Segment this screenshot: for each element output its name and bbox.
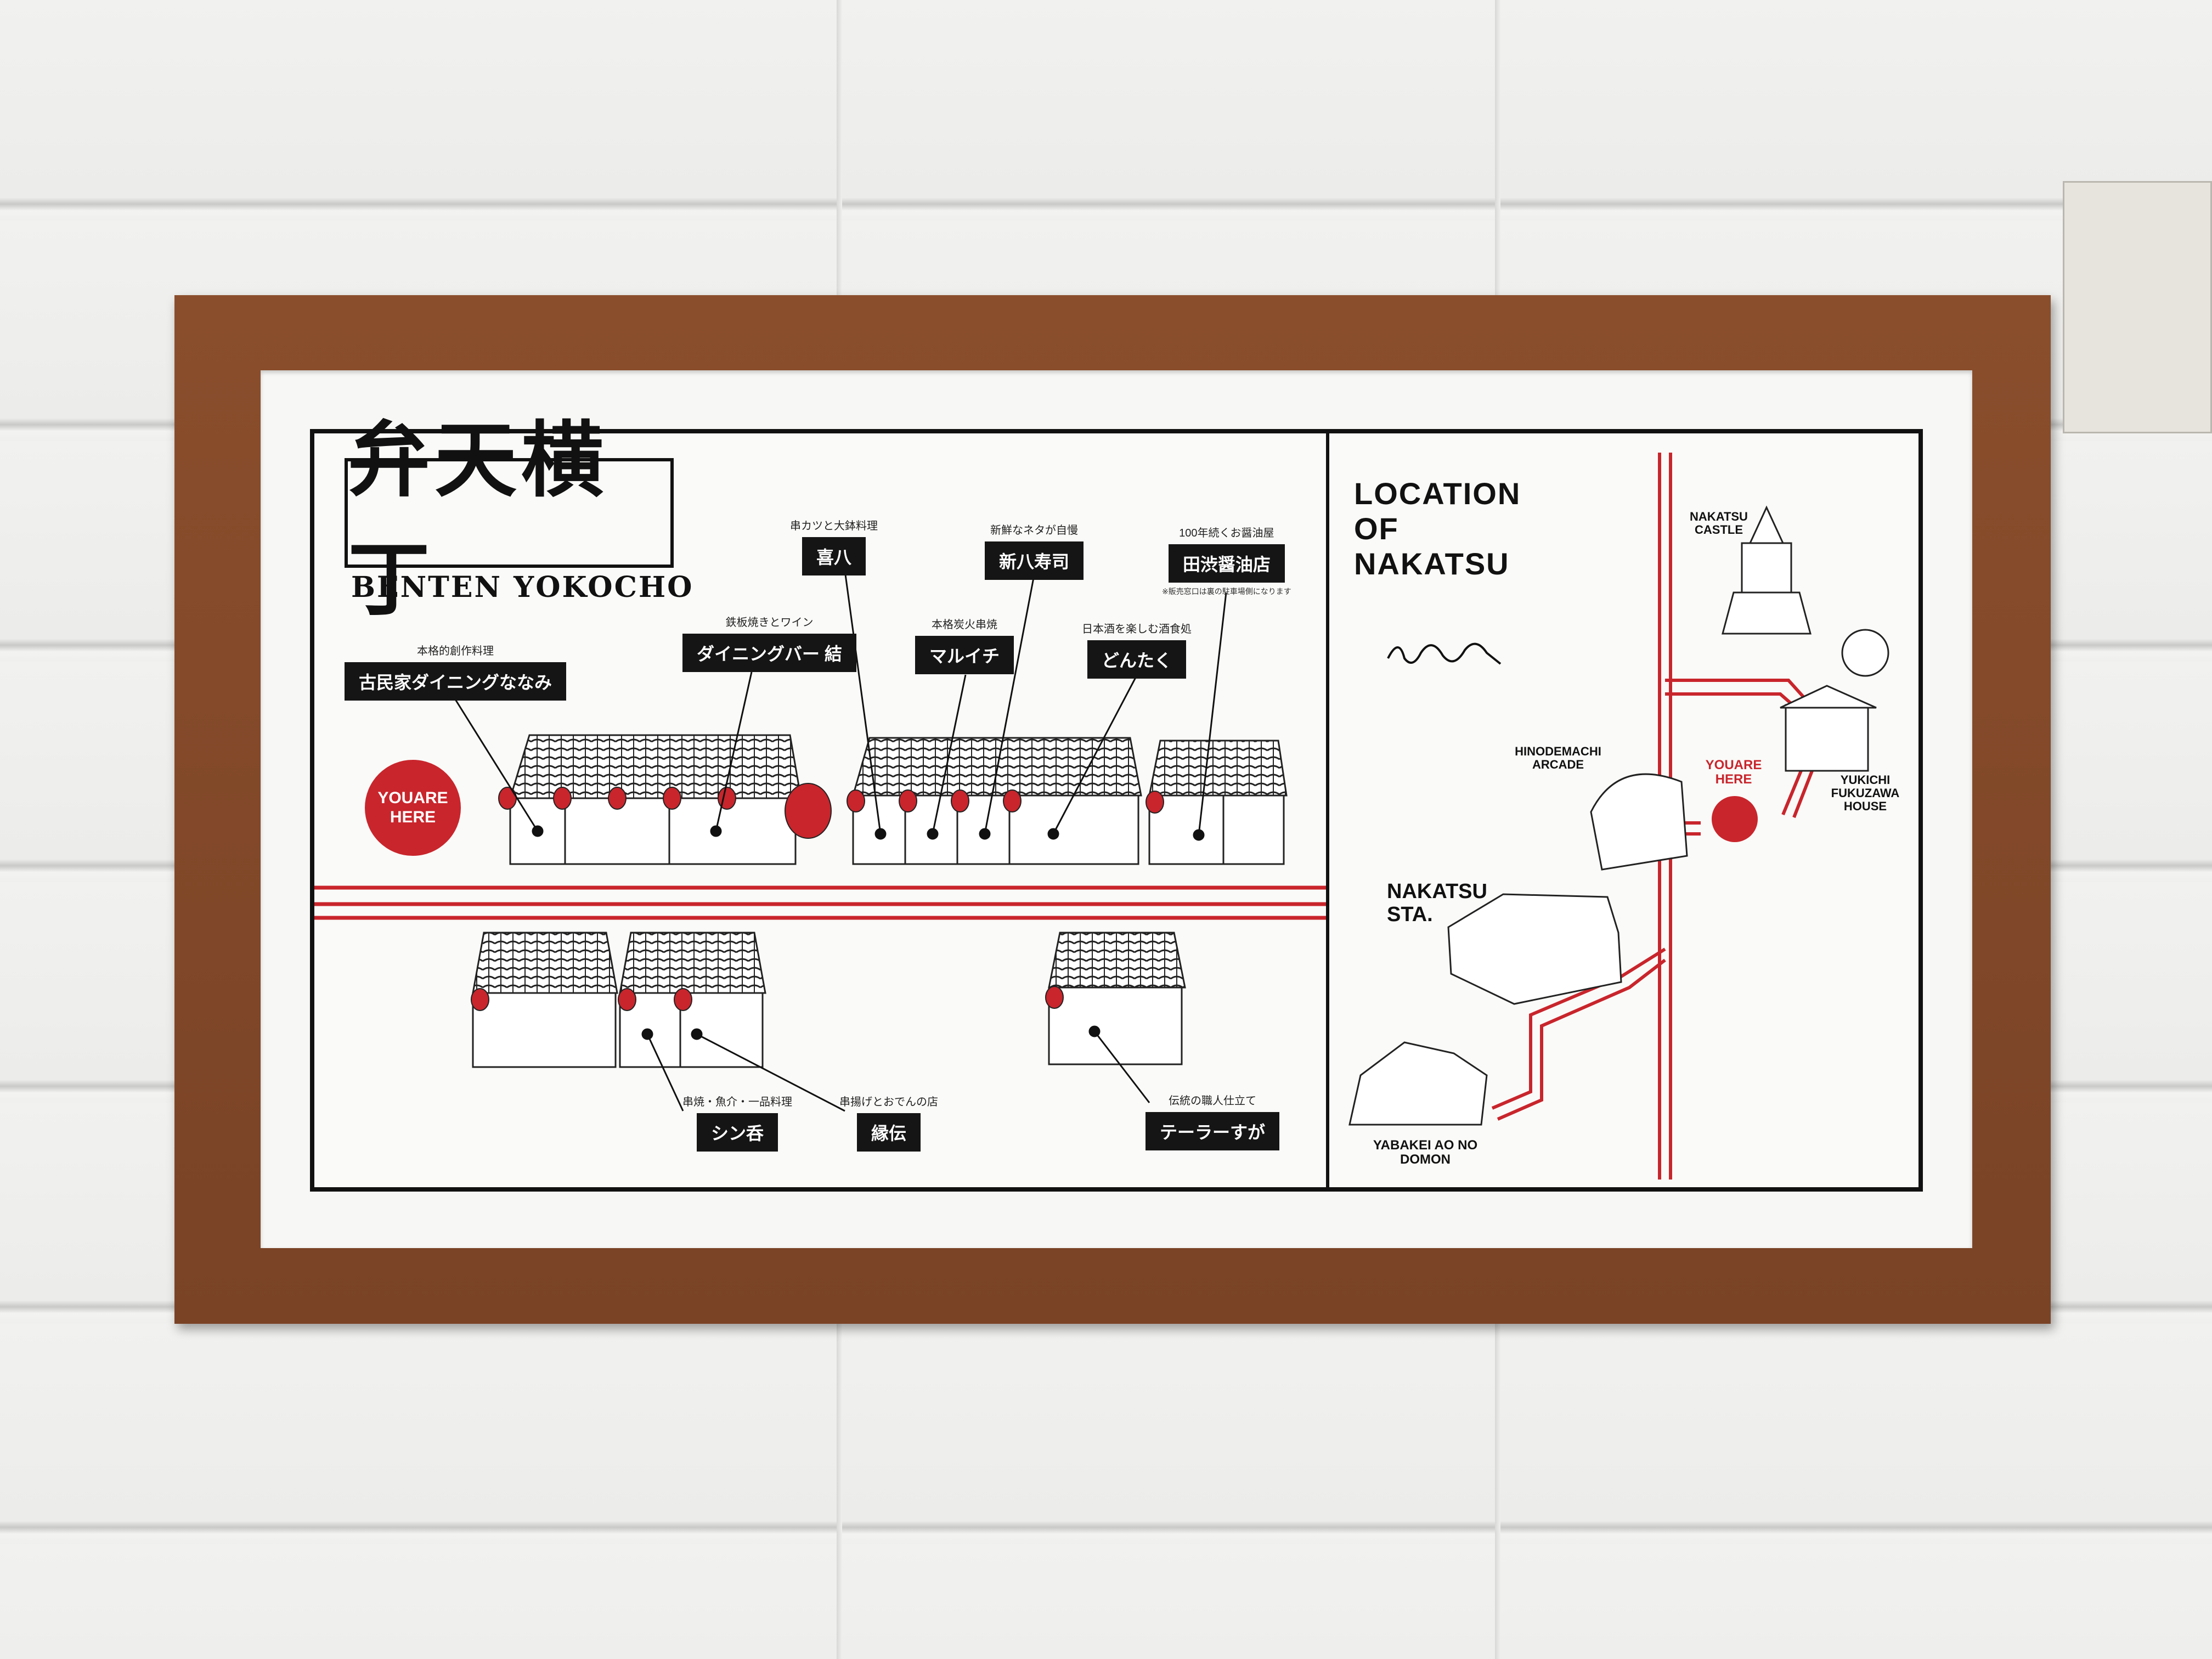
shop-note: ※販売窓口は裏の駐車場側になります — [1162, 587, 1291, 596]
leader-lines — [454, 570, 1227, 1112]
lower-buildings — [472, 932, 1186, 1068]
shop-caption: 日本酒を楽しむ酒食処 — [1082, 623, 1192, 635]
shop-label-shindon: 串焼・魚介・一品料理 シン呑 — [682, 1093, 792, 1152]
landmark-fukuzawa: YUKICHI FUKUZAWA HOUSE — [1831, 773, 1900, 814]
landmark-arcade: HINODEMACHI ARCADE — [1515, 744, 1601, 772]
shop-caption: 伝統の職人仕立て — [1169, 1095, 1256, 1107]
wall-switch-box — [2063, 181, 2212, 433]
landmark-station: NAKATSU STA. — [1387, 880, 1487, 926]
shop-caption: 100年続くお醤油屋 — [1179, 527, 1274, 539]
shop-name: シン呑 — [696, 1113, 778, 1152]
shop-label-nanami: 本格的創作料理 古民家ダイニングななみ — [345, 642, 567, 701]
you-are-here-label: YOUARE HERE — [377, 789, 448, 826]
logo-roman: BENTEN YOKOCHO — [351, 571, 694, 604]
shop-caption: 本格的創作料理 — [417, 645, 494, 657]
shop-name: 新八寿司 — [985, 541, 1084, 580]
landmark-you-are-here: YOUARE HERE — [1705, 758, 1762, 787]
location-title: LOCATION OF NAKATSU — [1354, 476, 1521, 581]
shop-caption: 串カツと大鉢料理 — [790, 520, 878, 532]
logo-box: 弁天横丁 — [345, 412, 674, 628]
shop-caption: 本格炭火串焼 — [932, 619, 997, 631]
logo-kanji: 弁天横丁 — [348, 412, 608, 628]
shop-label-enden: 串揚げとおでんの店 縁伝 — [839, 1093, 938, 1152]
lanterns-lower — [471, 986, 1064, 1011]
street-lines — [314, 885, 1326, 920]
shop-caption: 串揚げとおでんの店 — [839, 1096, 938, 1108]
lanterns-upper — [498, 783, 1164, 839]
landmark-castle: NAKATSU CASTLE — [1690, 510, 1748, 537]
signature-mark — [1387, 642, 1502, 665]
shop-label-tashibu: 100年続くお醤油屋 田渋醤油店 ※販売窓口は裏の駐車場側になります — [1162, 524, 1291, 597]
shop-caption: 新鮮なネタが自慢 — [990, 524, 1078, 537]
shop-name: どんたく — [1087, 640, 1186, 679]
location-here-marker — [1712, 796, 1758, 842]
shop-name: 古民家ダイニングななみ — [345, 662, 567, 701]
shop-name: 縁伝 — [856, 1113, 921, 1152]
panel-divider — [1326, 429, 1329, 1192]
shop-caption: 串焼・魚介・一品料理 — [682, 1096, 792, 1108]
shop-label-tailor-suga: 伝統の職人仕立て テーラーすが — [1146, 1092, 1280, 1150]
you-are-here-badge: YOUARE HERE — [365, 760, 461, 856]
landmark-sketches — [1348, 505, 1889, 1126]
upper-buildings — [509, 734, 1288, 865]
shop-label-kihachi: 串カツと大鉢料理 喜八 — [790, 517, 878, 575]
shop-name: 田渋醤油店 — [1168, 544, 1285, 583]
shop-caption: 鉄板焼きとワイン — [725, 617, 814, 629]
shop-label-dontaku: 日本酒を楽しむ酒食処 どんたく — [1082, 620, 1192, 679]
shop-label-yui: 鉄板焼きとワイン ダイニングバー 結 — [682, 613, 856, 672]
shop-name: テーラーすが — [1146, 1112, 1280, 1150]
landmark-yabakei: YABAKEI AO NO DOMON — [1373, 1138, 1478, 1167]
shop-label-maruichi: 本格炭火串焼 マルイチ — [915, 616, 1014, 674]
shop-name: マルイチ — [915, 636, 1014, 674]
shop-name: ダイニングバー 結 — [682, 634, 856, 672]
shop-name: 喜八 — [802, 537, 866, 575]
shop-label-shinpachi: 新鮮なネタが自慢 新八寿司 — [985, 521, 1084, 580]
